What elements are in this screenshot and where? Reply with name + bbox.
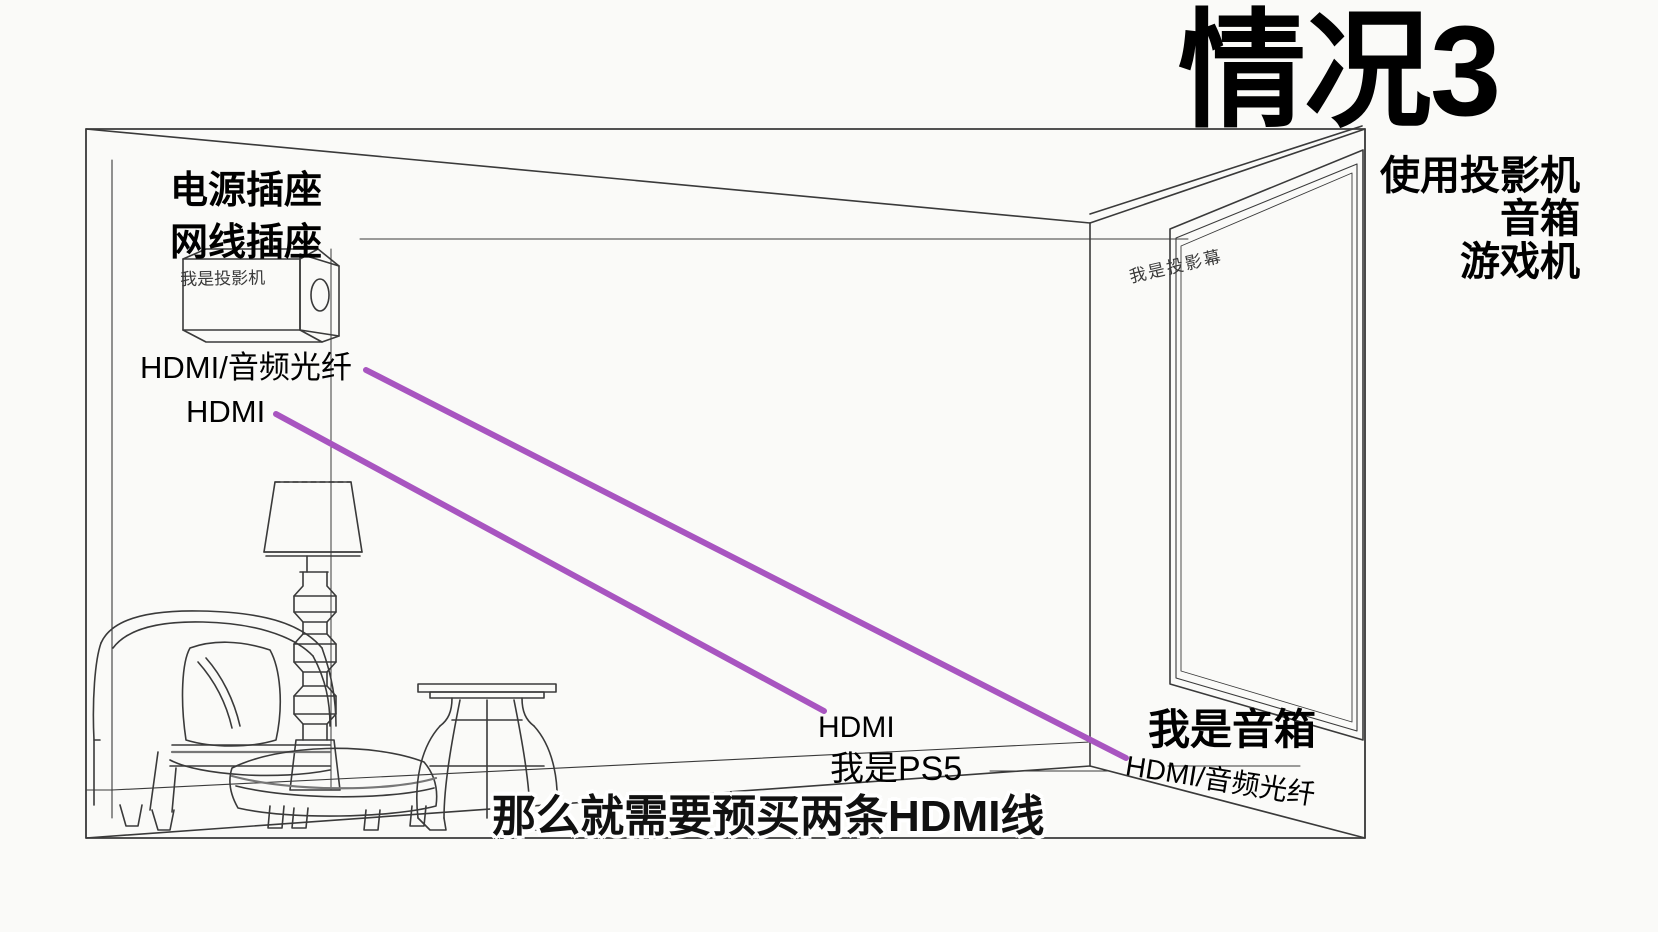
cable-hdmi — [273, 411, 827, 714]
armchair — [92, 610, 337, 831]
side-table — [416, 683, 558, 831]
cable-hdmi-optical — [363, 367, 1129, 761]
equipment-item-console: 游戏机 — [1460, 240, 1580, 285]
callout-lines — [330, 238, 1189, 791]
equipment-item-projector: 使用投影机 — [1380, 154, 1580, 198]
equipment-item-speaker: 音箱 — [1500, 197, 1580, 242]
ottoman — [229, 747, 438, 831]
label-ps5-device: 我是PS5 — [830, 750, 963, 788]
label-power-socket: 电源插座 — [170, 170, 323, 212]
bottom-caption: 那么就需要预买两条HDMI线 — [492, 792, 1045, 841]
page-title: 情况3 — [1178, 0, 1501, 143]
label-ps5-cable: HDMI — [818, 711, 895, 744]
label-lan-socket: 网线插座 — [170, 222, 323, 264]
label-cable-hdmi-optical: HDMI/音频光纤 — [140, 350, 352, 385]
label-cable-hdmi: HDMI — [186, 394, 266, 429]
label-speaker-device: 我是音箱 — [1148, 706, 1317, 753]
floor-lamp — [263, 481, 363, 791]
projection-screen — [1089, 125, 1366, 839]
label-projector-device: 我是投影机 — [179, 268, 266, 290]
equipment-list: 使用投影机 音箱 游戏机 — [1270, 154, 1580, 285]
